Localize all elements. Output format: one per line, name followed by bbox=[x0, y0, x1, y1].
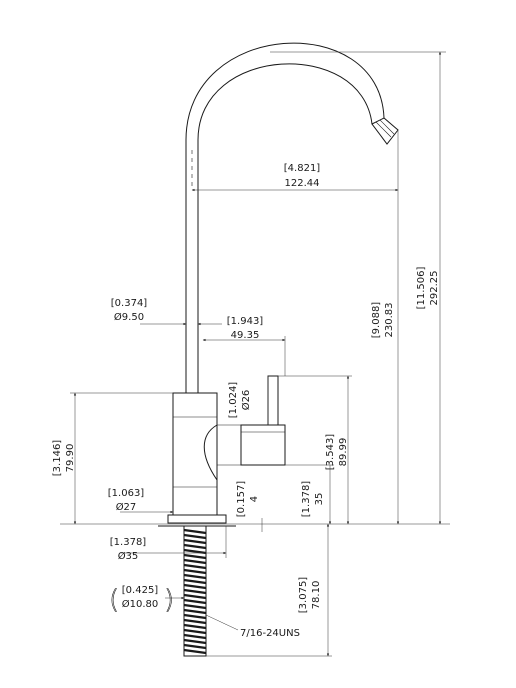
base-flange bbox=[158, 514, 236, 527]
thread-spec-label: 7/16-24UNS bbox=[240, 628, 300, 639]
base-thickness-inch: [0.157] bbox=[236, 481, 247, 518]
thread-mark bbox=[183, 563, 207, 570]
base-diameter-inch: [1.378] bbox=[110, 537, 147, 548]
thread-mark bbox=[183, 548, 207, 555]
gooseneck-arc bbox=[185, 42, 385, 141]
thread-mark bbox=[183, 643, 207, 650]
base-height-inch: [1.378] bbox=[301, 481, 312, 518]
shank-diameter-mm: Ø10.80 bbox=[122, 598, 159, 610]
shank-length-inch: [3.075] bbox=[298, 577, 309, 614]
thread-mark bbox=[183, 568, 207, 575]
thread-mark bbox=[183, 528, 207, 535]
dimension-labels: [4.821] 122.44 [11.506] 292.25 [9.088] 2… bbox=[52, 163, 440, 639]
aerator-tip bbox=[371, 117, 399, 145]
total-height-mm: 292.25 bbox=[429, 271, 440, 306]
thread-mark bbox=[183, 578, 207, 585]
thread-mark bbox=[183, 633, 207, 640]
thread-mark bbox=[183, 558, 207, 565]
body-height-mm: 79.90 bbox=[65, 444, 76, 473]
lever-assembly bbox=[217, 375, 286, 466]
thread-mark bbox=[183, 553, 207, 560]
thread-mark bbox=[183, 538, 207, 545]
thread-mark bbox=[183, 533, 207, 540]
thread-mark bbox=[183, 593, 207, 600]
thread-mark bbox=[183, 543, 207, 550]
spout-reach-inch: [4.821] bbox=[284, 163, 321, 174]
shank-length-mm: 78.10 bbox=[311, 581, 322, 610]
base-thickness-mm: 4 bbox=[249, 496, 260, 502]
thread-mark bbox=[183, 573, 207, 580]
svg-text:): ) bbox=[164, 585, 174, 615]
thread-mark bbox=[183, 598, 207, 605]
tube-diameter-inch: [0.374] bbox=[111, 298, 148, 309]
thread-mark bbox=[183, 618, 207, 625]
thread-mark bbox=[183, 613, 207, 620]
faucet-body bbox=[172, 392, 218, 516]
lever-height-mm: 89.99 bbox=[338, 438, 349, 467]
shank-diameter-inch: [0.425] bbox=[122, 585, 159, 596]
lever-diameter-mm: Ø26 bbox=[240, 390, 252, 411]
dimension-lines bbox=[60, 51, 450, 657]
spout-reach-mm: 122.44 bbox=[285, 178, 320, 189]
thread-mark bbox=[183, 628, 207, 635]
total-height-inch: [11.506] bbox=[416, 267, 427, 310]
thread-mark bbox=[183, 588, 207, 595]
thread-mark bbox=[183, 608, 207, 615]
body-height-inch: [3.146] bbox=[52, 440, 63, 477]
base-diameter-mm: Ø35 bbox=[118, 550, 139, 562]
thread-mark bbox=[183, 583, 207, 590]
svg-text:(: ( bbox=[109, 585, 119, 615]
thread-mark bbox=[183, 623, 207, 630]
lever-offset-mm: 49.35 bbox=[231, 330, 260, 341]
spout-height-inch: [9.088] bbox=[371, 302, 382, 339]
base-height-mm: 35 bbox=[314, 493, 325, 506]
threaded-shank bbox=[183, 525, 207, 657]
faucet-outline bbox=[158, 42, 399, 657]
body-diameter-inch: [1.063] bbox=[108, 488, 145, 499]
spout-height-mm: 230.83 bbox=[384, 303, 395, 338]
body-diameter-mm: Ø27 bbox=[116, 501, 137, 513]
tube-diameter-mm: Ø9.50 bbox=[114, 311, 144, 323]
lever-height-inch: [3.543] bbox=[325, 434, 336, 471]
lever-offset-inch: [1.943] bbox=[227, 316, 264, 327]
thread-mark bbox=[183, 603, 207, 610]
lever-diameter-inch: [1.024] bbox=[228, 382, 239, 419]
thread-mark bbox=[183, 638, 207, 645]
thread-mark bbox=[183, 648, 207, 655]
